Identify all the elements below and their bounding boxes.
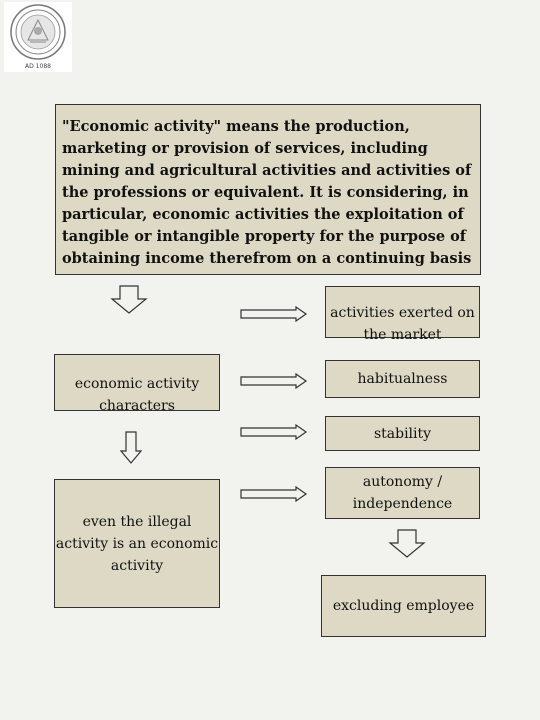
illegal-activity-text: even the illegal activity is an economic… (55, 513, 219, 574)
right-arrow-icon (240, 306, 308, 322)
down-arrow-icon (110, 285, 148, 314)
seal-caption: AD 1088 (25, 63, 51, 70)
definition-text: "Economic activity" means the production… (62, 118, 472, 267)
right-arrow-icon (240, 373, 308, 389)
illegal-activity-box: even the illegal activity is an economic… (54, 479, 220, 608)
right-arrow-icon (240, 486, 308, 502)
habitualness-box: habitualness (325, 360, 480, 398)
autonomy-box: autonomy / independence (325, 467, 480, 519)
market-text: activities exerted on the market (330, 305, 475, 343)
characters-box: economic activity characters (54, 354, 220, 414)
stability-text: stability (373, 425, 432, 442)
habitualness-text: habitualness (357, 371, 448, 387)
market-box: activities exerted on the market (325, 286, 480, 343)
autonomy-text: autonomy / independence (352, 474, 453, 512)
down-arrow-icon (120, 431, 142, 464)
definition-box: "Economic activity" means the production… (55, 104, 481, 275)
stability-box: stability (325, 416, 480, 451)
right-arrow-icon (240, 424, 308, 440)
down-arrow-icon (388, 529, 426, 558)
university-seal-logo: AD 1088 (4, 2, 72, 72)
characters-text: economic activity characters (74, 376, 200, 414)
excluding-employee-text: excluding employee (332, 598, 475, 614)
excluding-employee-box: excluding employee (321, 575, 486, 637)
university-seal-icon: AD 1088 (10, 4, 66, 70)
